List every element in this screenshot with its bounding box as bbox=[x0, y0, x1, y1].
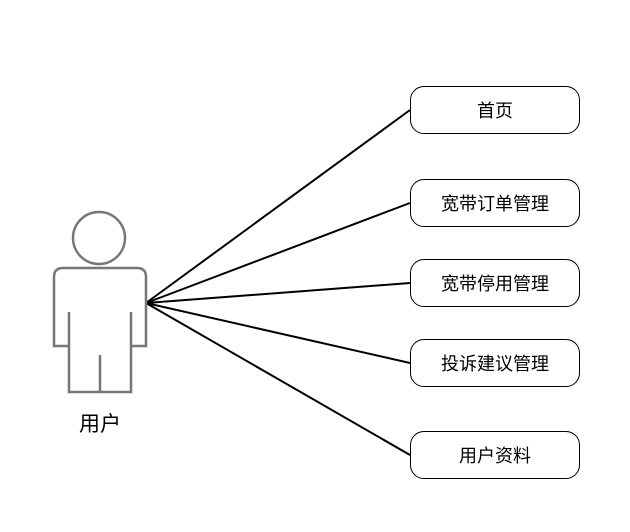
association-line-broadband-order bbox=[145, 202, 411, 304]
actor-label: 用户 bbox=[79, 412, 121, 436]
association-line-user-profile bbox=[145, 302, 411, 456]
use-case-complaint-suggestion-management[interactable]: 投诉建议管理 bbox=[410, 339, 580, 387]
association-line-broadband-suspend bbox=[145, 282, 411, 304]
use-case-broadband-order-management[interactable]: 宽带订单管理 bbox=[410, 179, 580, 227]
use-case-broadband-suspension-management[interactable]: 宽带停用管理 bbox=[410, 259, 580, 307]
association-line-complaint bbox=[145, 302, 411, 364]
use-case-user-profile[interactable]: 用户资料 bbox=[410, 431, 580, 479]
stick-figure-actor-icon bbox=[52, 210, 148, 394]
actor-body bbox=[52, 266, 148, 394]
use-case-homepage[interactable]: 首页 bbox=[410, 86, 580, 134]
association-line-homepage bbox=[145, 109, 411, 304]
actor-head bbox=[71, 210, 127, 266]
association-lines bbox=[145, 109, 411, 456]
